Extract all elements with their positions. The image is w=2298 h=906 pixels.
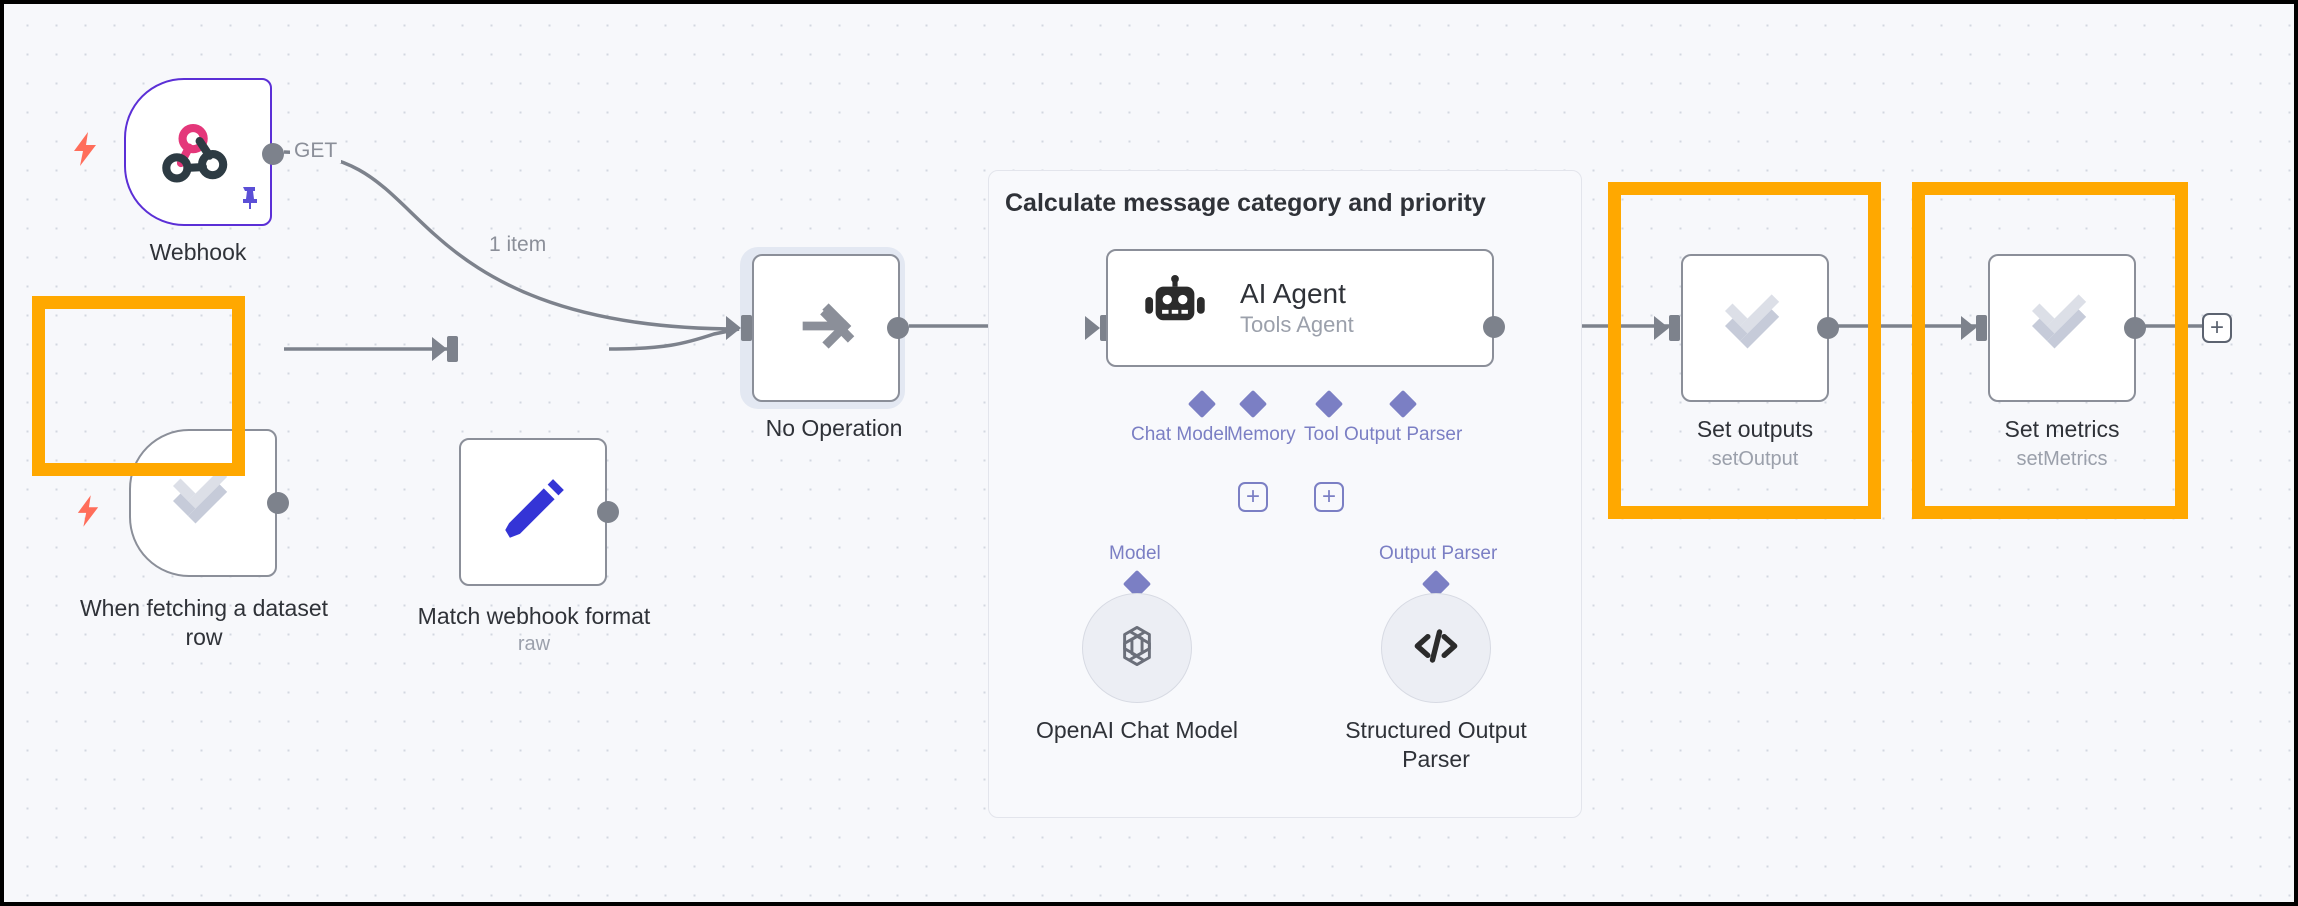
- node-set-outputs[interactable]: [1681, 254, 1829, 402]
- node-match-webhook-sublabel: raw: [517, 633, 551, 655]
- node-openai-chat-model[interactable]: [1082, 593, 1192, 703]
- set-check-icon: [163, 461, 243, 546]
- no-operation-output-port[interactable]: [887, 317, 909, 339]
- node-ai-agent-sublabel: Tools Agent: [1240, 312, 1354, 337]
- set-check-icon-2: [1715, 286, 1795, 371]
- no-operation-input-port[interactable]: [726, 315, 752, 341]
- node-set-outputs-label: Set outputs: [1696, 416, 1814, 442]
- robot-icon: [1144, 274, 1206, 342]
- webhook-output-label: GET: [290, 139, 342, 163]
- add-tool-button[interactable]: +: [1314, 482, 1344, 512]
- arrow-right-icon: [791, 291, 861, 366]
- code-brackets-icon: [1408, 618, 1464, 679]
- node-match-webhook-label: Match webhook format: [417, 603, 651, 629]
- node-structured-output-parser[interactable]: [1381, 593, 1491, 703]
- trigger-bolt-icon: [72, 132, 98, 171]
- when-fetching-output-port[interactable]: [267, 492, 289, 514]
- webhook-output-port[interactable]: [262, 143, 284, 165]
- openai-icon: [1110, 619, 1164, 678]
- set-metrics-output-port[interactable]: [2124, 317, 2146, 339]
- node-no-operation[interactable]: [752, 254, 900, 402]
- connector-label-output-parser: Output Parser: [1344, 424, 1463, 445]
- connector-label-chat-model: Chat Model: [1131, 424, 1229, 445]
- connector-label-memory: Memory: [1227, 424, 1296, 445]
- node-set-metrics-label: Set metrics: [2004, 416, 2120, 442]
- connector-label-tool: Tool: [1304, 424, 1339, 445]
- set-metrics-input-port[interactable]: [1961, 315, 1987, 341]
- set-outputs-output-port[interactable]: [1817, 317, 1839, 339]
- edge-label-1-item: 1 item: [485, 233, 551, 257]
- edit-pencil-icon: [496, 473, 570, 552]
- match-webhook-input-port[interactable]: [432, 336, 458, 362]
- trigger-bolt-icon-2: [76, 495, 100, 532]
- add-memory-button[interactable]: +: [1238, 482, 1268, 512]
- ai-agent-output-port[interactable]: [1483, 316, 1505, 338]
- node-structured-output-parser-label: Structured Output Parser: [1345, 717, 1527, 772]
- node-when-fetching-dataset-row[interactable]: [129, 429, 277, 577]
- match-webhook-output-port[interactable]: [597, 501, 619, 523]
- node-when-fetching-label: When fetching a dataset row: [79, 595, 329, 650]
- webhook-icon: [159, 111, 237, 194]
- node-no-operation-label: No Operation: [765, 415, 903, 441]
- connector-label-output-parser-2: Output Parser: [1374, 543, 1503, 565]
- set-check-icon-3: [2022, 286, 2102, 371]
- set-outputs-input-port[interactable]: [1654, 315, 1680, 341]
- node-set-outputs-sublabel: setOutput: [1711, 448, 1799, 470]
- workflow-canvas[interactable]: Calculate message category and priority: [4, 4, 2294, 902]
- ai-agent-input-port[interactable]: [1085, 315, 1111, 341]
- connector-label-model: Model: [1104, 543, 1166, 565]
- add-next-node-button[interactable]: +: [2202, 313, 2232, 343]
- node-match-webhook-format[interactable]: [459, 438, 607, 586]
- node-ai-agent[interactable]: AI Agent Tools Agent: [1106, 249, 1494, 367]
- node-set-metrics-sublabel: setMetrics: [2016, 448, 2108, 470]
- node-openai-chat-model-label: OpenAI Chat Model: [1035, 717, 1238, 743]
- node-webhook[interactable]: [124, 78, 272, 226]
- node-webhook-label: Webhook: [149, 239, 247, 265]
- node-ai-agent-label: AI Agent: [1240, 278, 1346, 309]
- pin-icon: [238, 185, 260, 216]
- agent-group-title: Calculate message category and priority: [1005, 189, 1486, 217]
- node-set-metrics[interactable]: [1988, 254, 2136, 402]
